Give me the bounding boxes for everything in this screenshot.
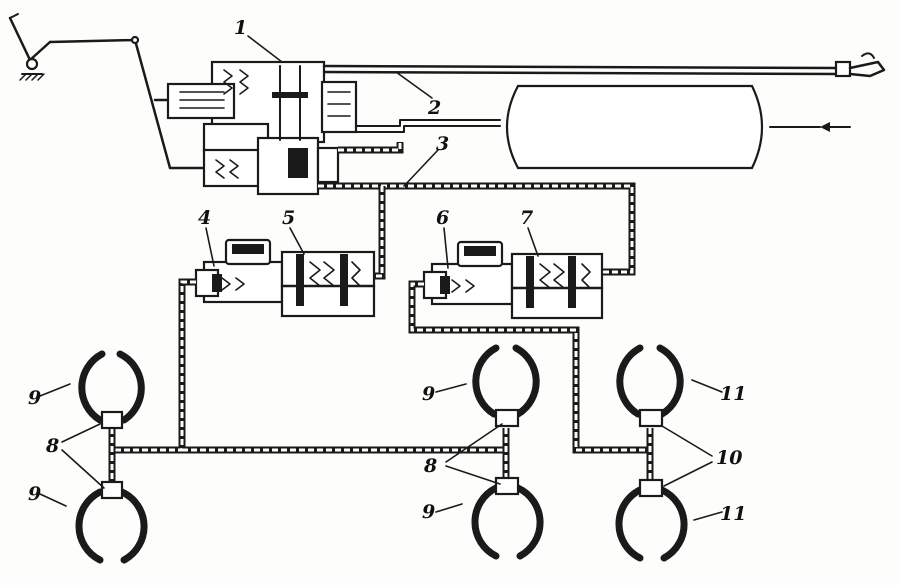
label-10: 10	[716, 447, 742, 469]
label-7: 7	[520, 207, 533, 229]
label-8-left: 8	[45, 435, 59, 457]
pedal-linkage	[48, 35, 207, 170]
label-9-middle-lower: 9	[422, 501, 435, 523]
brake-shoes-front-left-upper	[78, 350, 145, 430]
wheel-brakes	[75, 344, 688, 564]
label-9-left-upper: 9	[28, 387, 41, 409]
label-2: 2	[427, 97, 441, 119]
label-1: 1	[234, 17, 247, 39]
brake-shoes-middle-lower	[471, 476, 544, 560]
brake-valve-1	[166, 60, 358, 196]
hydraulic-lines	[108, 278, 654, 484]
brake-shoes-right-upper	[616, 344, 684, 428]
label-9-middle-upper: 9	[422, 383, 435, 405]
brake-shoes-right-lower	[615, 478, 688, 562]
label-3: 3	[436, 133, 449, 155]
brake-shoes-front-left-lower	[75, 480, 148, 564]
pipe-3	[318, 142, 636, 280]
label-11-upper: 11	[720, 383, 746, 405]
booster-unit-right	[422, 240, 604, 320]
label-4: 4	[198, 207, 211, 229]
label-11-lower: 11	[720, 503, 746, 525]
label-8-middle: 8	[423, 455, 437, 477]
label-6: 6	[436, 207, 449, 229]
brake-pedal	[8, 13, 52, 81]
leader-lines	[39, 35, 723, 521]
pipe-2	[322, 52, 886, 78]
brake-shoes-middle-upper	[472, 344, 540, 428]
label-9-left-lower: 9	[28, 483, 41, 505]
air-receiver-tank	[355, 84, 851, 170]
booster-unit-left	[194, 238, 376, 318]
label-5: 5	[282, 207, 295, 229]
callout-labels: 1 2 3 4 5 6 7 9 8 9 9 8 9 11 10 11	[28, 17, 746, 525]
